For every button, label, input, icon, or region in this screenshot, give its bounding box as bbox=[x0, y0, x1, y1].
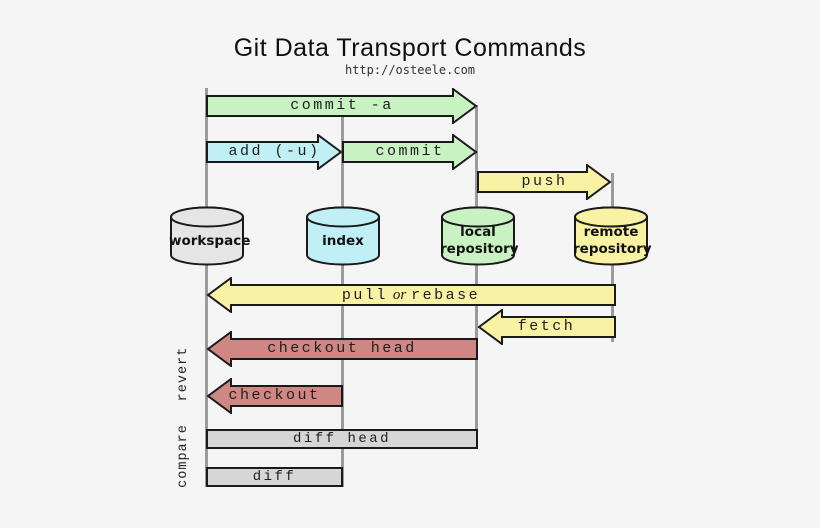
add-arrow: add (-u) bbox=[206, 134, 343, 170]
remote-repository-node: remote repository bbox=[573, 205, 652, 269]
workspace-node: workspace bbox=[169, 205, 251, 269]
commit-label: commit bbox=[375, 143, 445, 160]
left-arrow-icon bbox=[206, 331, 478, 367]
index-label: index bbox=[322, 233, 364, 249]
checkout-head-arrow: checkout head bbox=[206, 331, 478, 367]
left-arrow-icon bbox=[206, 277, 616, 313]
rebase-label-part: rebase bbox=[411, 287, 481, 304]
checkout-label: checkout bbox=[228, 387, 321, 404]
database-cylinder-icon bbox=[441, 206, 515, 266]
database-cylinder-icon bbox=[306, 206, 380, 266]
index-node: index bbox=[305, 205, 381, 269]
right-arrow-icon bbox=[206, 134, 343, 170]
workspace-label: workspace bbox=[169, 233, 251, 249]
page-subtitle: http://osteele.com bbox=[344, 63, 476, 77]
commit-arrow: commit bbox=[342, 134, 478, 170]
remote-repository-label-line2: repository bbox=[573, 241, 652, 257]
commit-a-arrow: commit -a bbox=[206, 88, 478, 124]
diff-head-label: diff head bbox=[292, 431, 392, 447]
diff-label: diff bbox=[252, 469, 297, 485]
fetch-label: fetch bbox=[517, 318, 576, 335]
compare-group-label: compare bbox=[176, 424, 191, 488]
local-repository-label-line2: repository bbox=[440, 241, 519, 257]
page-title: Git Data Transport Commands bbox=[233, 34, 587, 62]
left-arrow-icon bbox=[206, 378, 343, 414]
diff-head-bar: diff head bbox=[206, 429, 478, 449]
workspace-lifeline bbox=[205, 88, 208, 487]
remote-repository-label-line1: remote bbox=[583, 224, 639, 240]
database-cylinder-icon bbox=[574, 206, 648, 266]
checkout-head-label: checkout head bbox=[267, 340, 417, 357]
local-repository-label-line1: local bbox=[460, 224, 496, 240]
commit-a-label: commit -a bbox=[290, 97, 394, 114]
checkout-arrow: checkout bbox=[206, 378, 343, 414]
right-arrow-icon bbox=[477, 164, 612, 200]
fetch-arrow: fetch bbox=[477, 309, 616, 345]
right-arrow-icon bbox=[342, 134, 478, 170]
local-repository-lifeline bbox=[475, 105, 478, 449]
push-label: push bbox=[521, 173, 568, 190]
add-label: add (-u) bbox=[228, 143, 321, 160]
database-cylinder-icon bbox=[170, 206, 244, 266]
local-repository-node: local repository bbox=[440, 205, 519, 269]
or-label-part: or bbox=[392, 287, 407, 303]
right-arrow-icon bbox=[206, 88, 478, 124]
pull-label-part: pull bbox=[341, 287, 388, 304]
diff-bar: diff bbox=[206, 467, 343, 487]
revert-group-label: revert bbox=[176, 346, 191, 402]
left-arrow-icon bbox=[477, 309, 616, 345]
push-arrow: push bbox=[477, 164, 612, 200]
